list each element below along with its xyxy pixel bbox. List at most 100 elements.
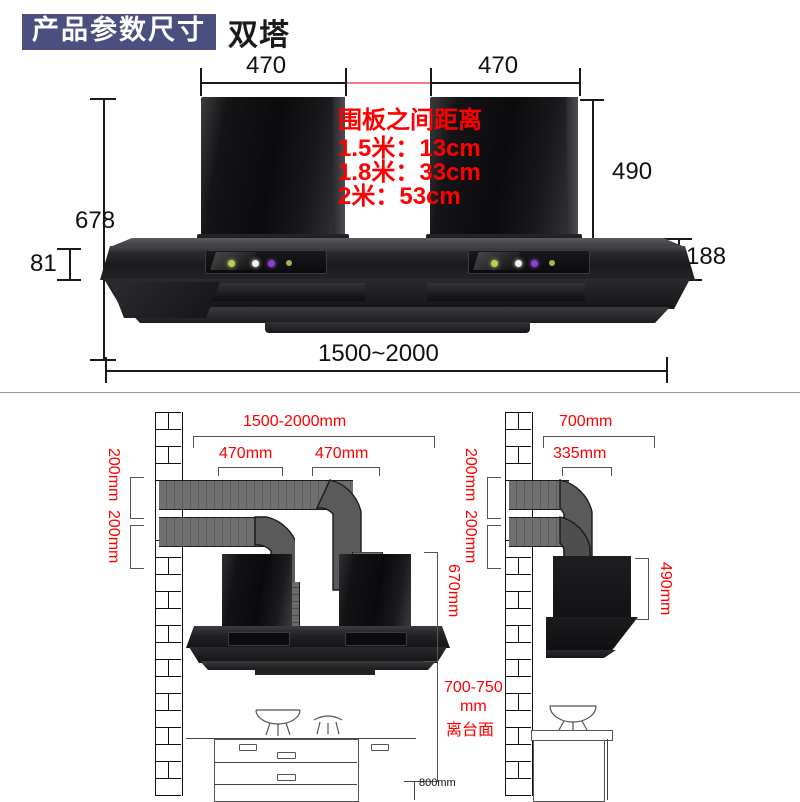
dim-line-200-lower [130,525,132,569]
dim-line-700-750 [437,661,439,782]
brick-joint [518,625,520,642]
mini-hood-body [186,626,450,648]
dim-line-width-bottomview [193,436,435,438]
brick-joint [168,761,170,778]
dim-label-470-right: 470 [478,52,519,79]
side-counter-top [531,730,613,741]
dim-line-490 [592,99,594,239]
brick-row [155,574,181,576]
chimney-panel-right [430,97,578,241]
section-divider [0,392,800,394]
brick-joint [168,795,170,796]
installation-diagrams: 200mm 200mm 1500-2000mm 470mm 470mm 670m… [0,392,800,802]
control-panel-left[interactable] [205,250,327,274]
dim-tick-700-right [654,436,656,448]
mini-hood-skirt [189,647,447,663]
dim-label-81: 81 [30,250,57,277]
dim-label-mount-unit: mm [460,698,487,715]
dim-cap-700-750-bottom [424,781,438,783]
brick-joint [168,625,170,642]
brick-row [155,676,181,678]
brick-joint [168,727,170,744]
dim-cap-200-lower-bottom [130,568,144,570]
led-light-purple-left [268,260,275,268]
brick-row [155,744,181,746]
dim-cap-670-top [424,552,438,554]
brick-joint [518,446,520,463]
dim-cap-490-top [580,99,604,101]
dim-label-670mm: 670mm [445,564,462,618]
dim-cap-200-upper-bottom [130,518,144,520]
brick-joint [518,557,520,574]
dim-cap-678-bottom [90,359,116,361]
brick-joint [518,761,520,778]
brick-joint [168,412,170,429]
panel-gap-note-title: 围板之间距离 [338,107,482,134]
control-panel-right[interactable] [468,250,590,274]
dim-tick-width-bv-left [193,436,195,448]
brick-row [155,778,181,780]
counter-handle-right[interactable] [371,744,389,751]
drawer-divider-1 [214,762,357,763]
dim-label-490mm: 490mm [657,562,674,616]
dim-cap-200-side-upper-top [487,477,501,479]
hood-left-cavity [110,282,220,318]
dim-cap-200-upper-top [130,477,144,479]
dim-tick-left-outer [200,68,202,96]
brick-joint [168,557,170,574]
dim-label-335mm: 335mm [553,445,607,462]
dim-label-678: 678 [75,207,116,234]
dim-tick-470l-a [218,467,220,476]
page-header: 产品参数尺寸 双塔 [22,10,290,54]
dim-line-overall-width [105,370,667,372]
led-light-purple-right [531,260,538,268]
drawer-handle-2[interactable] [277,774,296,781]
dim-label-overall-width: 1500~2000 [318,340,439,367]
brick-row [505,676,531,678]
led-light-olive-left [286,260,292,267]
led-light-olive-right [549,260,555,267]
dim-tick-width-bv-right [434,436,436,448]
dim-tick-left-inner [345,68,347,96]
mini-hood-oil-cup [255,669,375,675]
counter-handle-left[interactable] [239,744,257,751]
brick-joint [518,659,520,676]
dim-label-188: 188 [686,243,727,270]
duct-side-upper [509,480,569,510]
dim-line-gap-red [346,82,430,84]
dim-cap-200-side-lower-bottom [487,568,501,570]
led-light-white-right [515,260,522,268]
dim-line-700mm [543,436,655,438]
dim-label-470mm-left: 470mm [219,445,273,462]
brick-row [505,795,531,797]
mini-chimney-right [339,554,411,626]
hood-body [100,246,695,280]
dim-line-470mm-right [312,467,380,469]
page-subtitle: 双塔 [228,19,290,52]
brick-joint [518,591,520,608]
mini-chimney-left [222,554,292,626]
brick-row [505,574,531,576]
brick-row [505,463,531,465]
brick-row [505,710,531,712]
mini-control-panel-left[interactable] [228,632,290,646]
dim-cap-81-bottom [57,279,81,281]
brick-joint [168,446,170,463]
filter-grille-left [208,283,366,301]
panel-gap-note-line-1: 1.5米：13cm [338,135,481,162]
dim-label-200-lower: 200mm [105,510,122,564]
dim-line-490mm [648,558,650,620]
cabinet-body [214,739,359,802]
dim-tick-470r-a [312,467,314,476]
dim-label-800mm: 800mm [419,777,456,789]
dim-cap-490mm-top [635,558,649,560]
drawer-handle-1[interactable] [277,752,296,759]
dim-tick-470l-b [282,467,284,476]
dim-cap-81-top [57,248,81,250]
brick-joint [168,693,170,710]
dim-label-mount-note: 离台面 [446,722,495,739]
side-hood-chimney [553,556,631,618]
led-light-white-left [252,260,259,268]
dim-line-470mm-left [218,467,283,469]
mini-control-panel-right[interactable] [345,632,407,646]
